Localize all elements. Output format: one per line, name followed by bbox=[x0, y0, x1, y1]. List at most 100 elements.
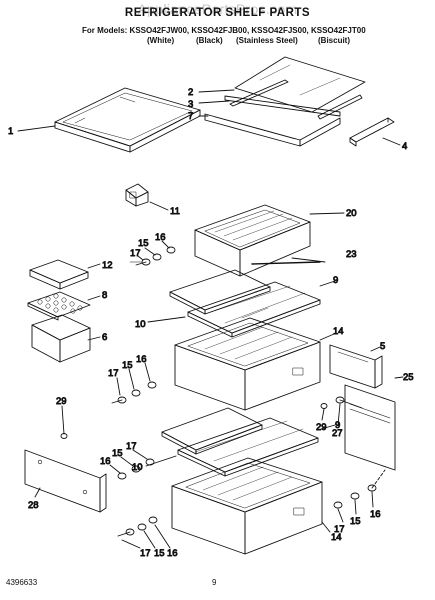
part-3-frame bbox=[224, 79, 363, 120]
leader-17c bbox=[132, 449, 148, 460]
screw-29 bbox=[60, 433, 68, 439]
leader-15d bbox=[354, 499, 357, 515]
label-17a: 17 bbox=[130, 248, 141, 259]
leader-15b bbox=[128, 368, 135, 390]
leader-16a bbox=[161, 240, 170, 249]
color-black: (Black) bbox=[196, 36, 223, 45]
label-23: 23 bbox=[346, 249, 357, 260]
label-6: 6 bbox=[102, 332, 107, 343]
hardware-bottom bbox=[117, 516, 158, 537]
leader-6 bbox=[87, 336, 101, 341]
part-5-support bbox=[329, 344, 383, 389]
label-1: 1 bbox=[8, 126, 13, 137]
label-7: 7 bbox=[188, 111, 193, 122]
label-16d: 16 bbox=[370, 509, 381, 520]
hardware-lower-right bbox=[333, 469, 386, 509]
leader-12 bbox=[87, 263, 101, 269]
color-stainless: (Stainless Steel) bbox=[236, 36, 298, 45]
label-8: 8 bbox=[102, 290, 107, 301]
leader-15a bbox=[144, 247, 156, 256]
leader-10a bbox=[147, 316, 186, 323]
leader-17d bbox=[337, 508, 344, 523]
label-14b: 14 bbox=[331, 532, 342, 543]
label-17b: 17 bbox=[108, 368, 119, 379]
leader-14b bbox=[321, 521, 331, 533]
diagram-title: REFRIGERATOR SHELF PARTS bbox=[124, 7, 311, 19]
leader-16b bbox=[144, 362, 151, 382]
label-16c: 16 bbox=[100, 456, 111, 467]
label-20: 20 bbox=[346, 208, 357, 219]
leader-10b bbox=[145, 455, 177, 467]
leader-16c bbox=[109, 464, 121, 474]
part-10-cover-upper bbox=[169, 269, 271, 315]
leader-15c bbox=[120, 456, 134, 467]
leader-11 bbox=[149, 201, 169, 211]
leader-4 bbox=[382, 137, 401, 146]
leader-27 bbox=[337, 403, 341, 426]
hardware-middle bbox=[111, 381, 157, 404]
label-16a: 16 bbox=[155, 232, 166, 243]
part-23-rail bbox=[251, 261, 321, 265]
label-4: 4 bbox=[402, 141, 407, 152]
label-15a: 15 bbox=[138, 238, 149, 249]
leader-17a bbox=[137, 255, 144, 261]
leader-16e bbox=[154, 524, 171, 549]
doc-number: 4396633 bbox=[6, 578, 38, 587]
part-25-bracket bbox=[344, 384, 396, 471]
label-15c: 15 bbox=[112, 448, 123, 459]
part-6-bin bbox=[31, 314, 91, 363]
leader-5 bbox=[370, 346, 381, 352]
part-14-drawer-upper bbox=[174, 317, 321, 411]
leader-8 bbox=[87, 295, 101, 301]
leader-20 bbox=[309, 212, 345, 215]
label-14a: 14 bbox=[333, 326, 344, 337]
leader-29a bbox=[61, 405, 65, 435]
leader-9b bbox=[317, 424, 336, 431]
part-9-frame-lower bbox=[177, 417, 319, 477]
label-3: 3 bbox=[188, 99, 193, 110]
label-29b: 29 bbox=[316, 422, 327, 433]
leader-15e bbox=[143, 530, 156, 549]
part-11-bracket bbox=[125, 183, 149, 207]
leader-17b bbox=[116, 377, 121, 396]
leader-25 bbox=[394, 376, 404, 379]
label-29a: 29 bbox=[56, 396, 67, 407]
label-5: 5 bbox=[380, 341, 385, 352]
label-17d: 17 bbox=[334, 524, 345, 535]
leader-9a bbox=[319, 280, 336, 287]
label-12: 12 bbox=[102, 260, 113, 271]
leader-17e bbox=[121, 539, 141, 549]
label-2: 2 bbox=[188, 87, 193, 98]
part-20-drawer bbox=[194, 204, 311, 277]
models-line: For Models: KSSO42FJW00, KSSO42FJB00, KS… bbox=[82, 26, 366, 35]
leader-2 bbox=[198, 89, 235, 93]
part-1-shelf bbox=[54, 87, 201, 153]
label-25: 25 bbox=[403, 372, 414, 383]
label-17e: 17 bbox=[140, 548, 151, 559]
part-2-glass bbox=[234, 56, 366, 113]
label-15d: 15 bbox=[350, 516, 361, 527]
part-28-bracket bbox=[24, 449, 107, 513]
label-17c: 17 bbox=[126, 441, 137, 452]
label-27: 27 bbox=[332, 428, 343, 439]
leader-14a bbox=[319, 333, 335, 341]
color-white: (White) bbox=[147, 36, 175, 45]
label-10a: 10 bbox=[135, 319, 146, 330]
label-9b: 9 bbox=[335, 420, 340, 431]
part-14-drawer-lower bbox=[171, 457, 323, 555]
leader-28 bbox=[34, 487, 41, 498]
label-16b: 16 bbox=[136, 354, 147, 365]
label-15e: 15 bbox=[154, 548, 165, 559]
label-16e: 16 bbox=[167, 548, 178, 559]
label-9a: 9 bbox=[333, 275, 338, 286]
leader-29b bbox=[321, 408, 325, 421]
hardware-upper bbox=[129, 246, 176, 266]
hardware-lower-left bbox=[117, 458, 155, 480]
leader-16d bbox=[371, 491, 374, 508]
leader-1 bbox=[17, 125, 56, 132]
part-4-trim bbox=[349, 117, 395, 147]
label-28: 28 bbox=[28, 500, 39, 511]
part-12-lid bbox=[29, 259, 89, 290]
part-9-frame-upper bbox=[187, 281, 321, 338]
